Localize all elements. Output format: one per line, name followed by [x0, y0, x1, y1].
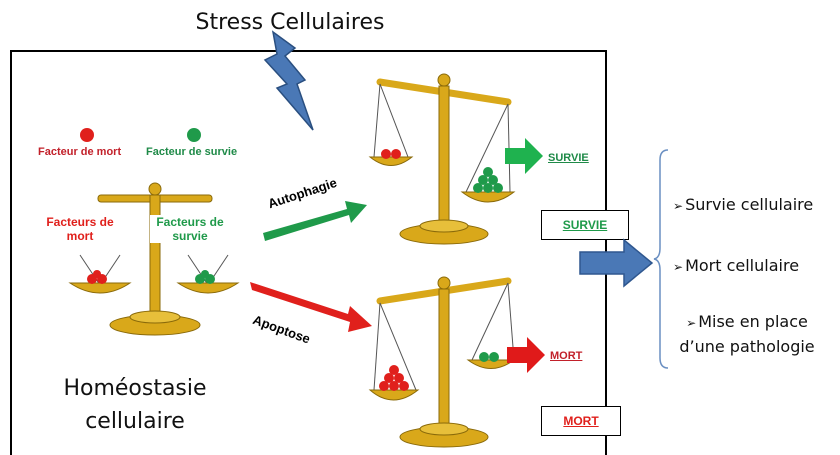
outcome-item-survival: ➢Survie cellulaire [673, 195, 814, 214]
survival-factors-label: Facteurs de survie [150, 215, 230, 243]
legend-survival-label: Facteur de survie [146, 146, 238, 158]
outcome-bullet: ➢ [686, 316, 697, 330]
lightning-bolt-icon [263, 30, 314, 131]
consequence-arrow [579, 238, 654, 288]
outcome-item-death: ➢Mort cellulaire [673, 256, 800, 275]
survival-small-arrow [505, 138, 543, 174]
death-box: MORT [541, 406, 621, 436]
outcome-bullet: ➢ [673, 260, 684, 274]
death-scale [368, 276, 516, 448]
diagram-title: Stress Cellulaires [195, 10, 385, 35]
outcome-item-pathology: ➢Mise en place d’une pathologie [679, 312, 815, 356]
apoptosis-arrow [250, 282, 372, 332]
survival-factor-dot [187, 128, 201, 142]
homeostasis-label: Homéostasie cellulaire [63, 376, 207, 434]
autophagy-arrow [263, 201, 367, 241]
balanced-scale [68, 182, 240, 336]
death-small-arrow [507, 337, 545, 373]
death-factor-dot [80, 128, 94, 142]
death-small-label: MORT [550, 350, 583, 362]
survival-small-label: SURVIE [548, 152, 589, 164]
legend-death-label: Facteur de mort [38, 146, 122, 158]
death-factors-label: Facteurs de mort [35, 215, 125, 243]
outcome-bullet: ➢ [673, 199, 684, 213]
curly-brace [653, 149, 669, 369]
survival-box: SURVIE [541, 210, 629, 240]
survival-scale [368, 73, 516, 245]
